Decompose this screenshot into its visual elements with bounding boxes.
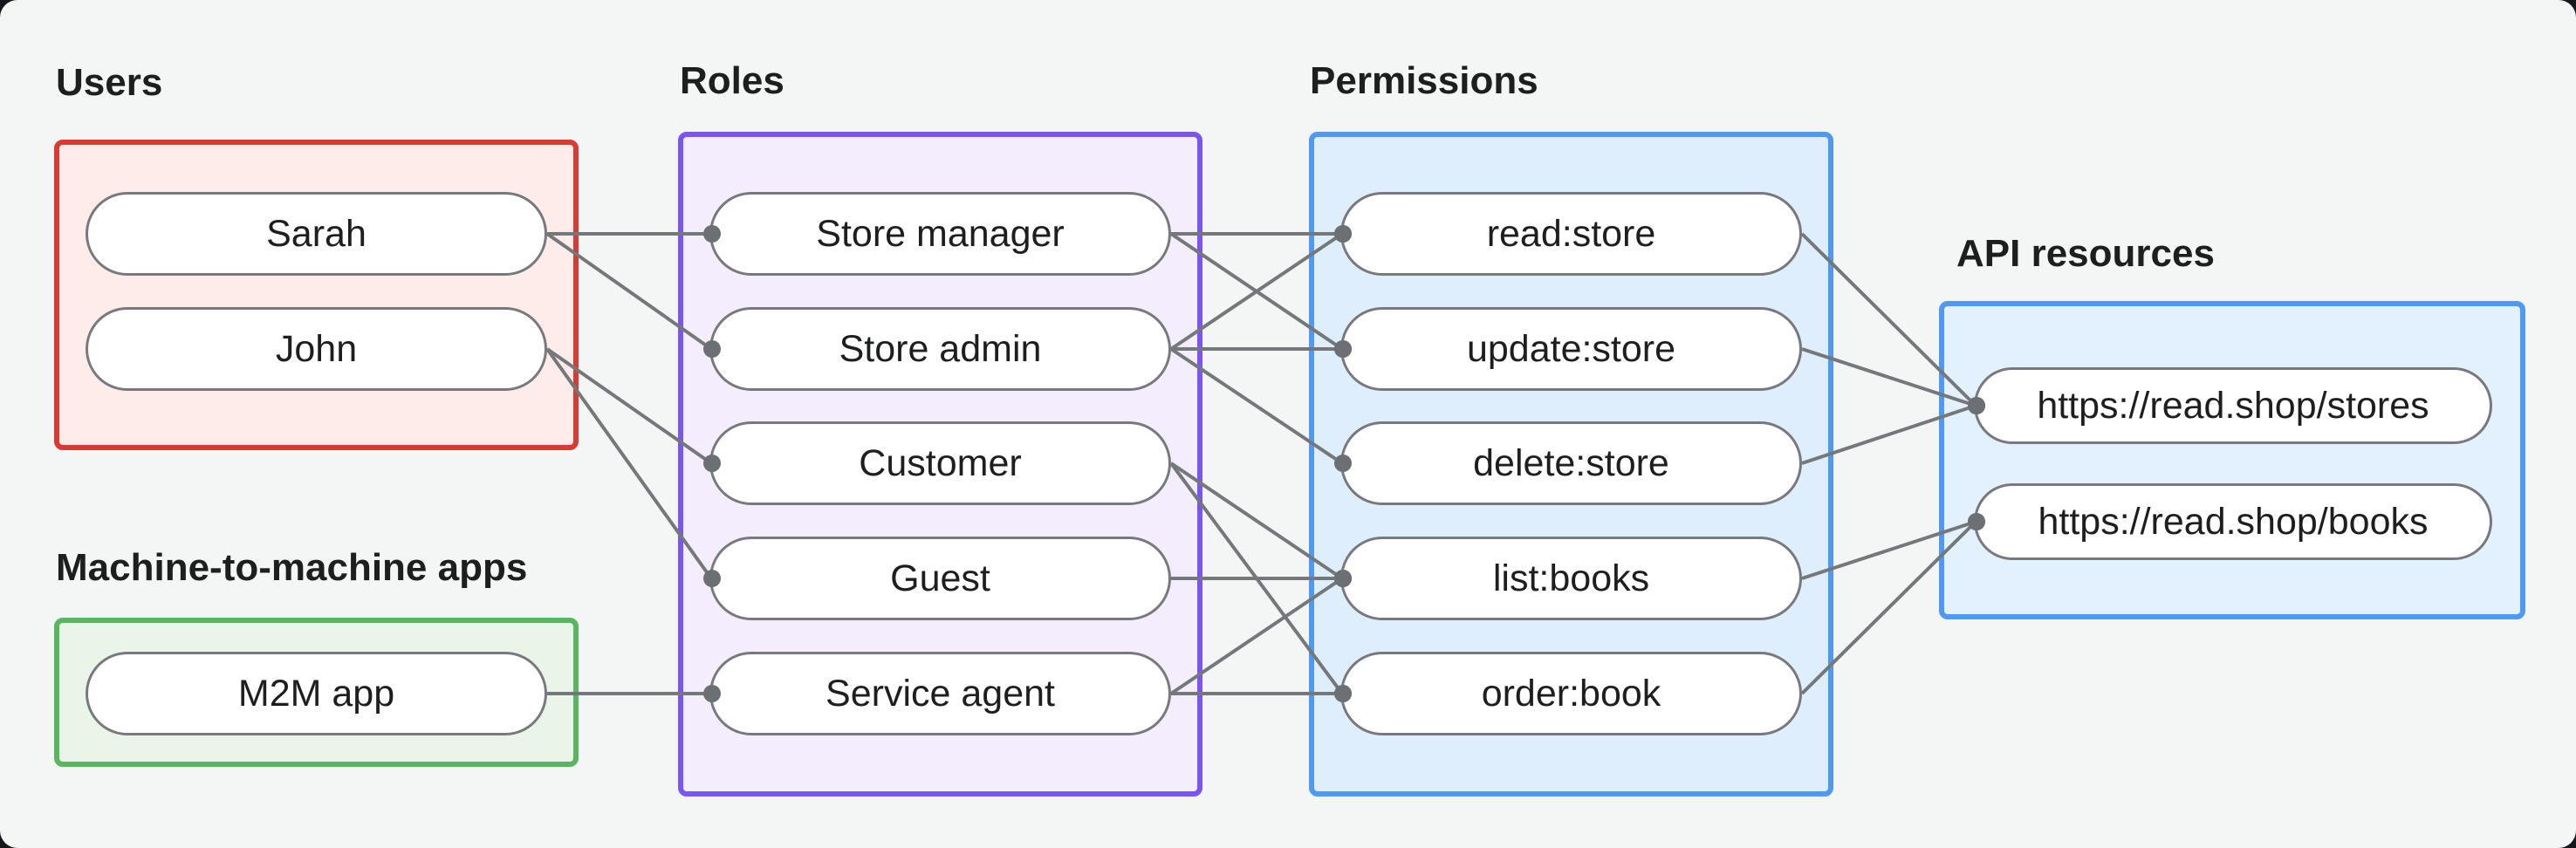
group-box-users — [54, 140, 579, 450]
node-service-agent: Service agent — [709, 652, 1171, 735]
group-title-users: Users — [56, 61, 163, 104]
node-order-book: order:book — [1340, 652, 1802, 735]
node-guest: Guest — [709, 537, 1171, 620]
node-m2m-app: M2M app — [86, 652, 547, 735]
group-title-roles: Roles — [680, 59, 784, 102]
group-title-permissions: Permissions — [1310, 59, 1538, 102]
node-john: John — [86, 307, 547, 391]
node-store-admin: Store admin — [709, 307, 1171, 391]
group-title-machine-to-machine-apps: Machine-to-machine apps — [56, 546, 528, 589]
node-sarah: Sarah — [86, 192, 547, 276]
node-read-store: read:store — [1340, 192, 1802, 276]
node-store-manager: Store manager — [709, 192, 1171, 276]
node-delete-store: delete:store — [1340, 421, 1802, 505]
group-title-api-resources: API resources — [1956, 232, 2215, 275]
node-customer: Customer — [709, 421, 1171, 505]
node-list-books: list:books — [1340, 537, 1802, 620]
node-stores: https://read.shop/stores — [1974, 367, 2492, 444]
node-update-store: update:store — [1340, 307, 1802, 391]
group-box-api-resources — [1939, 301, 2525, 619]
node-books: https://read.shop/books — [1974, 483, 2492, 560]
